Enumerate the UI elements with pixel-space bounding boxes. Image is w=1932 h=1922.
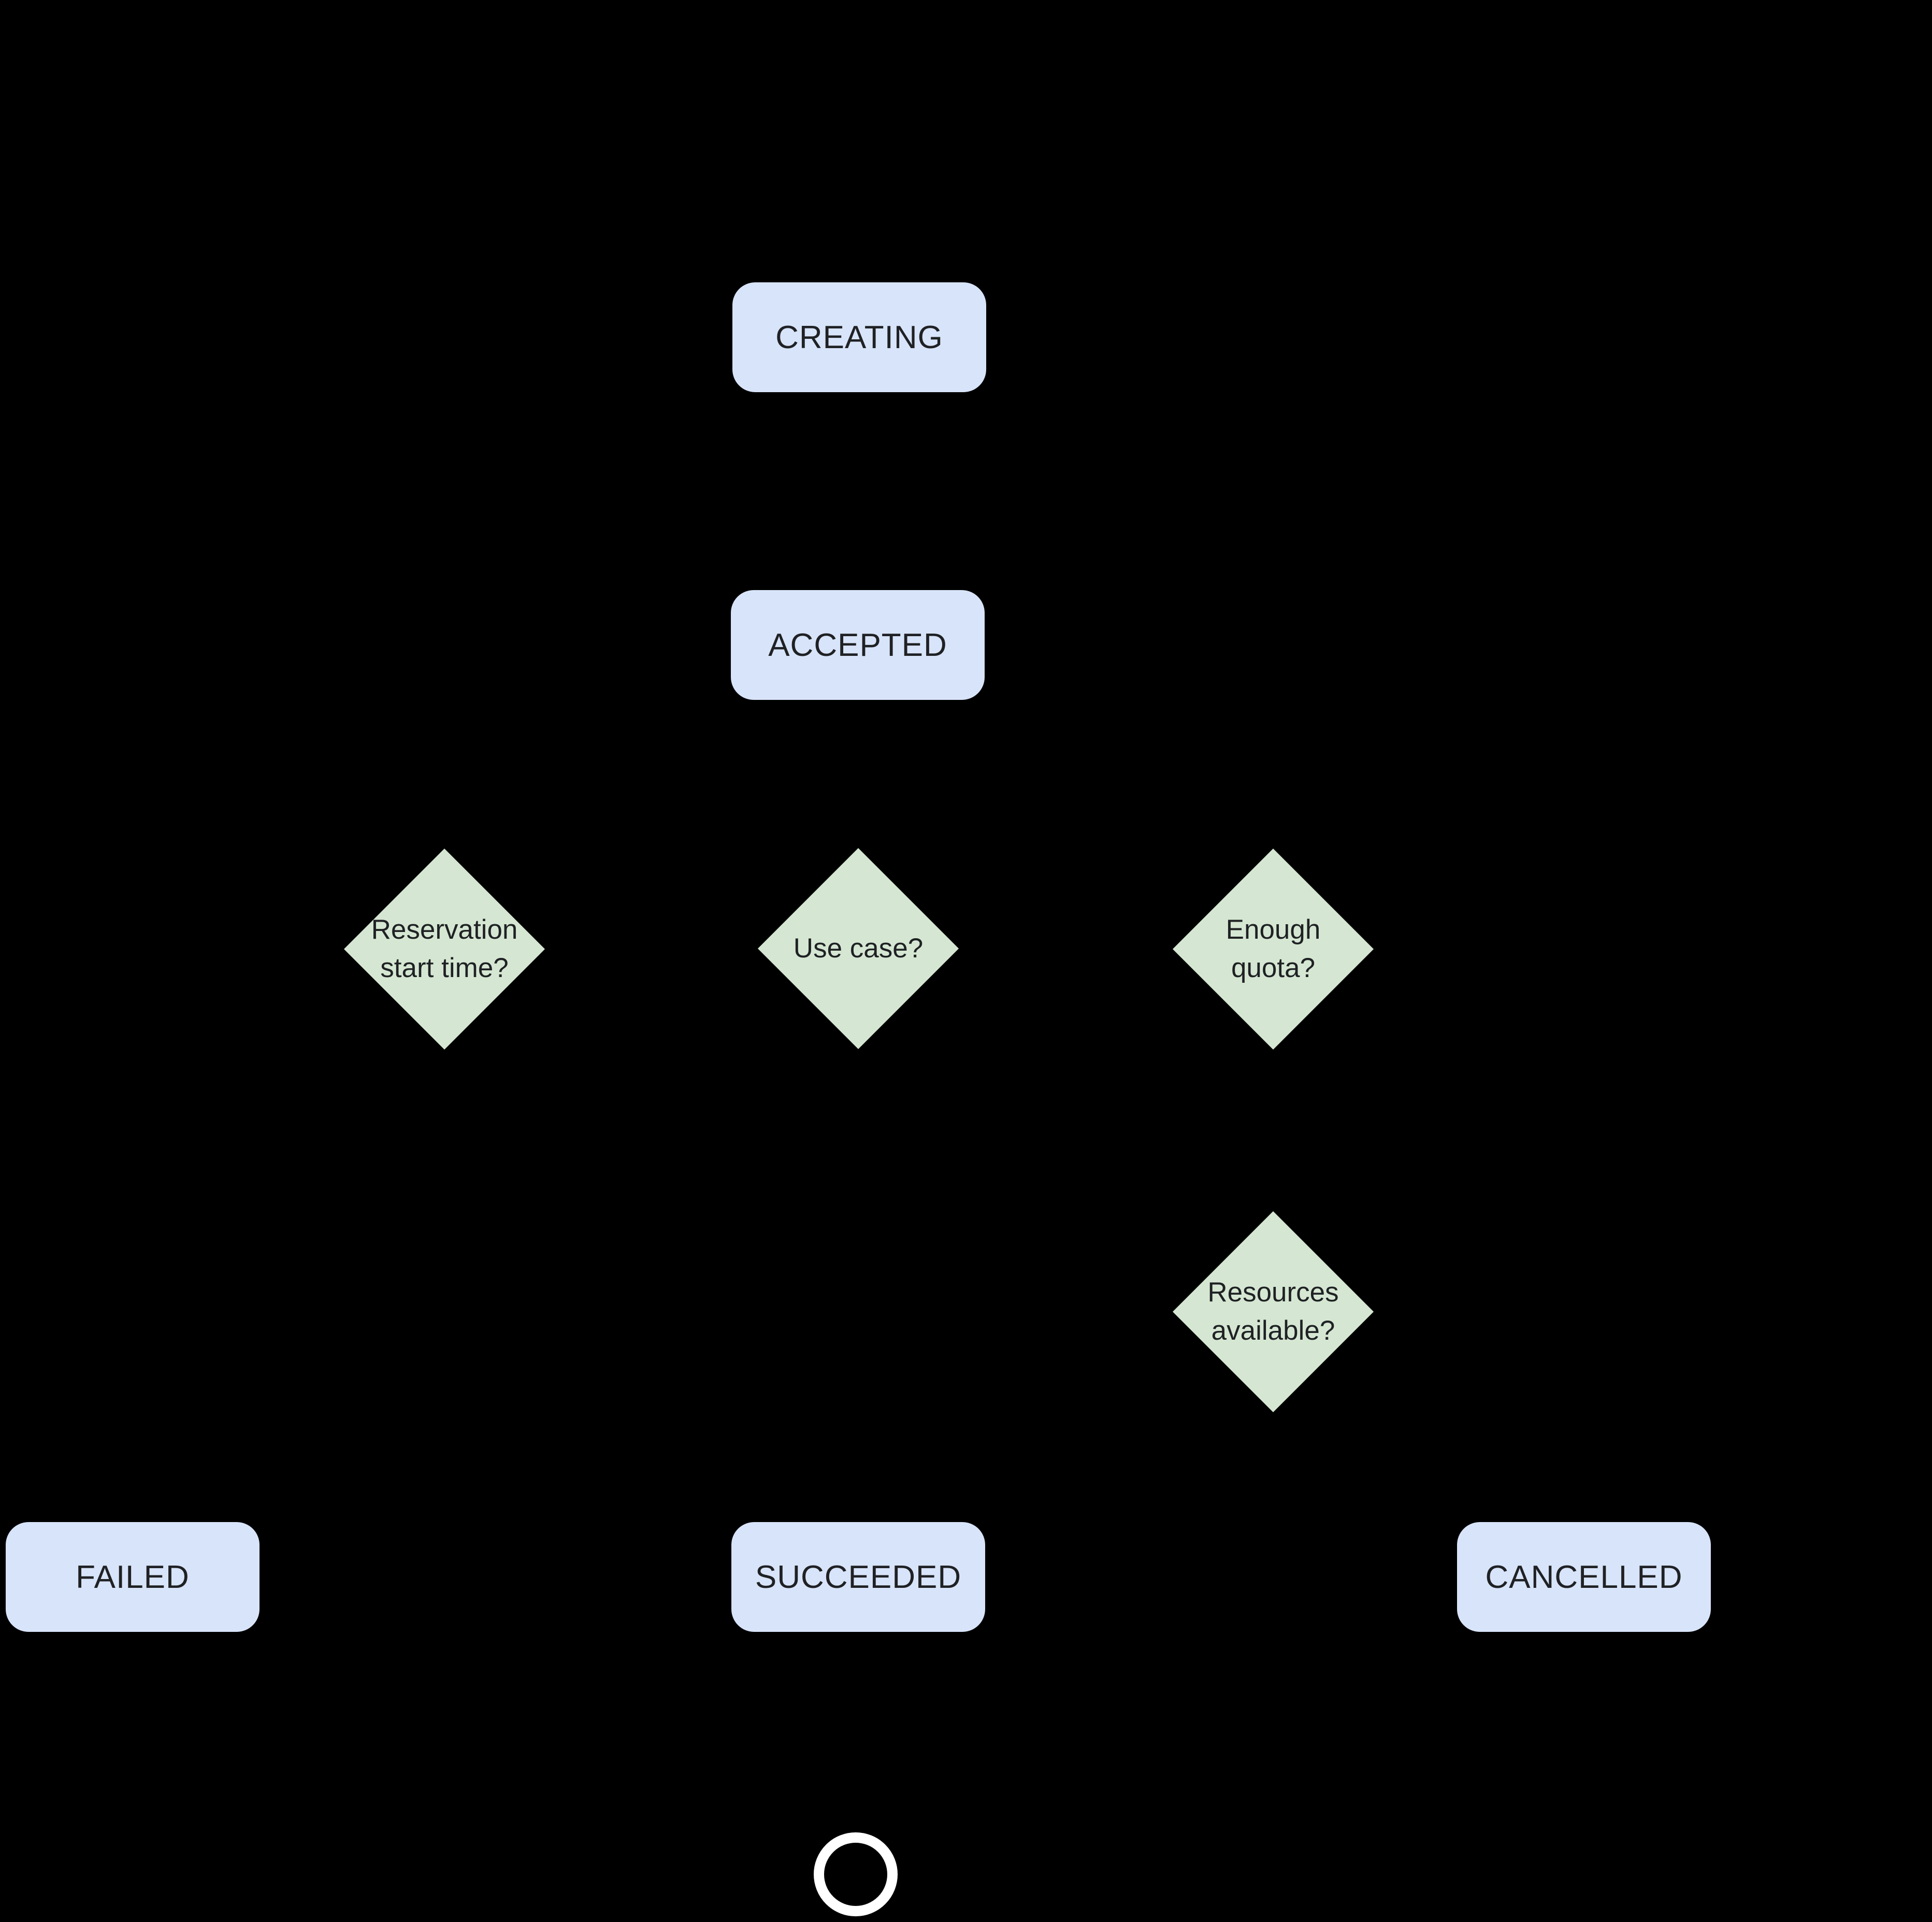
decision-label-line: Enough <box>1225 914 1321 945</box>
state-accepted-label: ACCEPTED <box>768 627 947 663</box>
state-cancelled: CANCELLED <box>1457 1522 1711 1632</box>
decision-label-line: quota? <box>1231 953 1316 983</box>
state-creating: CREATING <box>732 282 986 392</box>
state-succeeded: SUCCEEDED <box>731 1522 985 1632</box>
decision-use-case-label: Use case? <box>794 929 923 968</box>
decision-label-line: available? <box>1211 1315 1335 1346</box>
decision-resources-available: Resources available? <box>1173 1211 1374 1412</box>
state-failed: FAILED <box>6 1522 259 1632</box>
decision-label-line: Use case? <box>793 933 924 964</box>
decision-resources-available-label: Resources available? <box>1207 1273 1338 1350</box>
decision-label-line: Resources <box>1207 1277 1339 1308</box>
decision-label-line: Reservation <box>371 914 518 945</box>
decision-label-line: start time? <box>380 953 509 983</box>
state-failed-label: FAILED <box>76 1559 190 1595</box>
decision-enough-quota-label: Enough quota? <box>1226 911 1321 987</box>
decision-use-case: Use case? <box>758 848 959 1049</box>
decision-reservation-start-time-label: Reservation start time? <box>371 911 518 987</box>
decision-enough-quota: Enough quota? <box>1173 849 1374 1050</box>
decision-reservation-start-time: Reservation start time? <box>344 849 545 1050</box>
state-succeeded-label: SUCCEEDED <box>755 1559 962 1595</box>
state-creating-label: CREATING <box>775 319 943 355</box>
state-cancelled-label: CANCELLED <box>1485 1559 1683 1595</box>
end-state-circle <box>814 1832 898 1916</box>
state-accepted: ACCEPTED <box>731 590 985 700</box>
